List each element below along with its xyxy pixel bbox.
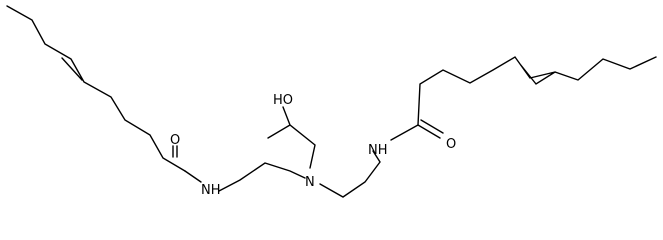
right-amide-nh-label: NH [368, 143, 388, 158]
right-acyl-chain-bonds [417, 56, 657, 126]
hydroxyl-label: HO [273, 93, 293, 108]
chemical-structure-diagram: HO O NH N NH O [0, 0, 663, 222]
tertiary-amine-n-label: N [305, 175, 315, 190]
left-amide-nh-label: NH [201, 183, 221, 198]
right-carbonyl-double-bond [417, 119, 444, 139]
left-carbonyl-oxygen-label: O [170, 133, 180, 148]
right-amide-c-n-bond [390, 124, 419, 141]
right-ethylene-bridge-bonds [319, 150, 381, 198]
left-acyl-chain-bonds [6, 5, 186, 172]
atom-labels: HO O NH N NH O [170, 93, 456, 198]
left-carbonyl-double-bond [172, 145, 178, 158]
bonds [6, 5, 657, 198]
left-ethylene-bridge-bonds [218, 162, 306, 192]
right-carbonyl-oxygen-label: O [446, 137, 456, 152]
left-amide-c-n-bond [184, 170, 202, 183]
hydroxypropyl-arm-bonds [267, 106, 316, 169]
canvas-background [0, 0, 663, 222]
